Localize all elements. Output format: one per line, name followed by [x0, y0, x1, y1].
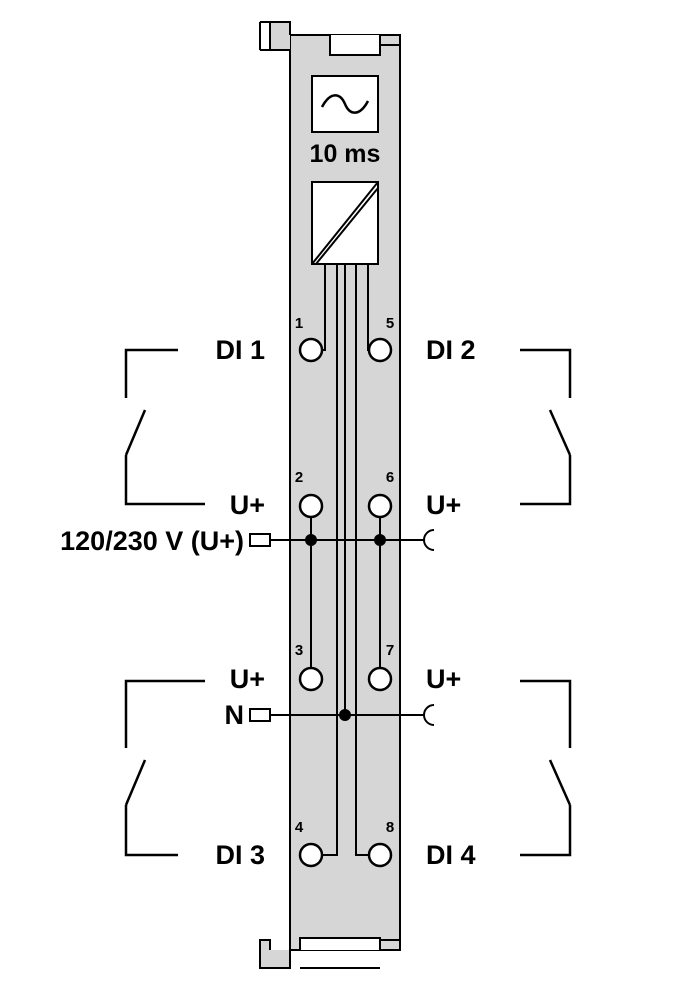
terminal-2: [298, 493, 324, 519]
switch-di2: [520, 348, 572, 506]
terminal-number-7: 7: [386, 642, 394, 659]
neutral-bus: [249, 704, 435, 726]
label-di4: DI 4: [426, 840, 476, 870]
terminal-number-4: 4: [295, 819, 304, 836]
label-di2: DI 2: [426, 335, 476, 365]
filter-box: [311, 75, 379, 133]
switch-di1: [124, 348, 205, 506]
bottom-latch: [259, 937, 400, 969]
terminal-number-5: 5: [386, 315, 394, 332]
terminal-number-1: 1: [295, 315, 303, 332]
switch-di4: [520, 679, 572, 857]
terminal-7: [367, 666, 393, 692]
terminal-3: [298, 666, 324, 692]
label-u-plus-7: U+: [426, 664, 461, 694]
filter-time-label: 10 ms: [310, 140, 381, 168]
label-neutral: N: [225, 700, 245, 730]
terminal-number-3: 3: [295, 642, 303, 659]
label-supply: 120/230 V (U+): [60, 526, 244, 556]
top-latch: [259, 21, 400, 56]
label-u-plus-2: U+: [230, 490, 265, 520]
internal-wiring: [310, 264, 381, 856]
terminal-8: [367, 842, 393, 868]
sine-wave-icon: [320, 94, 370, 114]
isolation-box: [311, 181, 379, 265]
label-u-plus-3: U+: [230, 664, 265, 694]
isolation-diagonal-icon: [311, 181, 379, 265]
terminal-number-8: 8: [386, 819, 394, 836]
label-u-plus-6: U+: [426, 490, 461, 520]
terminal-number-6: 6: [386, 469, 394, 486]
switch-di3: [124, 679, 205, 857]
supply-bus: [249, 529, 435, 551]
terminals: [298, 337, 393, 868]
terminal-4: [298, 842, 324, 868]
terminal-5: [367, 337, 393, 363]
label-di1: DI 1: [215, 335, 265, 365]
label-di3: DI 3: [215, 840, 265, 870]
terminal-6: [367, 493, 393, 519]
terminal-1: [298, 337, 324, 363]
terminal-number-2: 2: [295, 469, 303, 486]
